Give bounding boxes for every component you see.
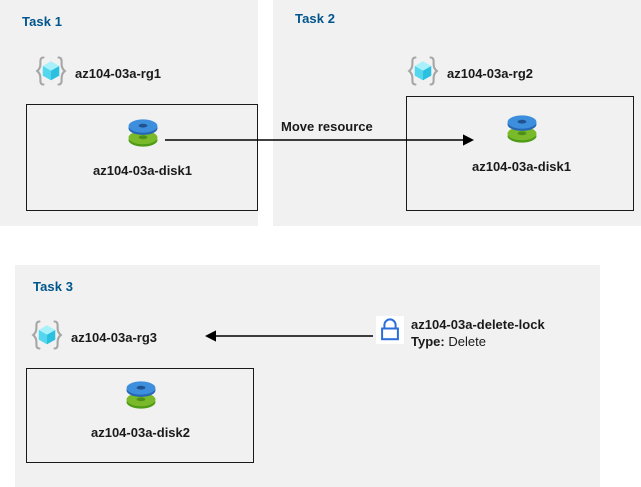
managed-disk-icon xyxy=(501,110,543,155)
resource-group-task1-label: az104-03a-rg1 xyxy=(75,66,161,81)
disk-task1: az104-03a-disk1 xyxy=(80,114,205,178)
disk-task2: az104-03a-disk1 xyxy=(459,110,584,174)
delete-lock-text: az104-03a-delete-lock Type: Delete xyxy=(411,316,545,351)
delete-lock-type-value: Delete xyxy=(448,334,486,350)
disk-task2-label: az104-03a-disk1 xyxy=(471,159,571,174)
delete-lock-type-key: Type: xyxy=(411,334,445,350)
resource-group-task2: az104-03a-rg2 xyxy=(406,54,533,93)
managed-disk-icon xyxy=(120,376,162,421)
delete-lock-type: Type: Delete xyxy=(411,334,545,350)
connector-move-resource xyxy=(165,134,474,146)
resource-group-icon xyxy=(406,54,440,93)
connector-move-resource-label: Move resource xyxy=(281,119,373,134)
disk-task3-label: az104-03a-disk2 xyxy=(90,425,190,440)
delete-lock-annotation: az104-03a-delete-lock Type: Delete xyxy=(376,316,545,351)
panel-task1-title: Task 1 xyxy=(22,14,63,29)
delete-lock-name: az104-03a-delete-lock xyxy=(411,317,545,332)
resource-box-task2 xyxy=(406,96,634,211)
managed-disk-icon xyxy=(122,114,164,159)
resource-group-task3: az104-03a-rg3 xyxy=(30,318,157,357)
disk-task1-label: az104-03a-disk1 xyxy=(92,163,192,178)
resource-group-task3-label: az104-03a-rg3 xyxy=(71,330,157,345)
resource-group-icon xyxy=(30,318,64,357)
panel-task2-title: Task 2 xyxy=(295,11,336,26)
lock-icon xyxy=(376,316,404,344)
connector-delete-lock xyxy=(205,330,373,342)
disk-task3: az104-03a-disk2 xyxy=(78,376,203,440)
resource-group-icon xyxy=(34,54,68,93)
resource-group-task1: az104-03a-rg1 xyxy=(34,54,161,93)
panel-task3-title: Task 3 xyxy=(33,279,74,294)
resource-group-task2-label: az104-03a-rg2 xyxy=(447,66,533,81)
